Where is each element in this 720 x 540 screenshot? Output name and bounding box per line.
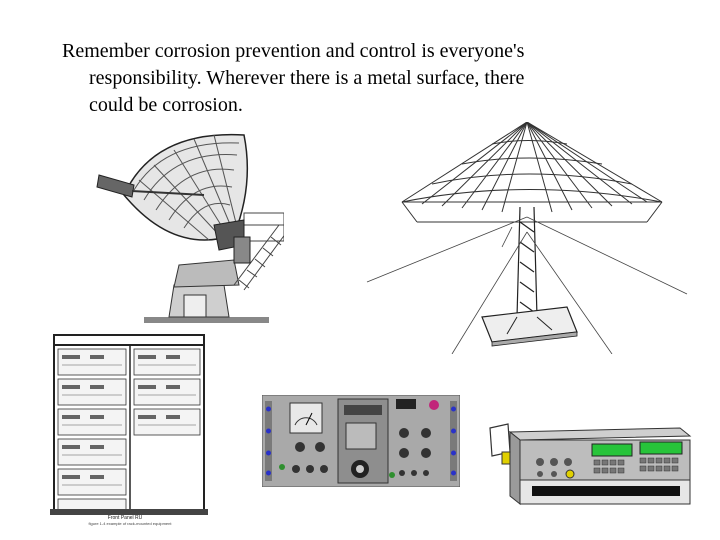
equipment-rack-icon <box>50 334 208 515</box>
text-line-3: could be corrosion. <box>89 94 243 116</box>
text-line-2: responsibility. Wherever there is a meta… <box>89 67 525 89</box>
rack-figure-caption: figure 1-4 example of rack-mounted equip… <box>88 521 172 526</box>
text-line-1: Remember corrosion prevention and contro… <box>62 40 525 62</box>
rack-label: Front Panel RU <box>107 515 143 521</box>
slide-body-text: Remember corrosion prevention and contro… <box>62 38 682 119</box>
wire-antenna-tower-icon <box>366 122 688 354</box>
test-instrument-icon <box>489 423 692 506</box>
control-panel-icon <box>262 395 460 487</box>
satellite-dish-antenna-icon <box>96 133 284 323</box>
